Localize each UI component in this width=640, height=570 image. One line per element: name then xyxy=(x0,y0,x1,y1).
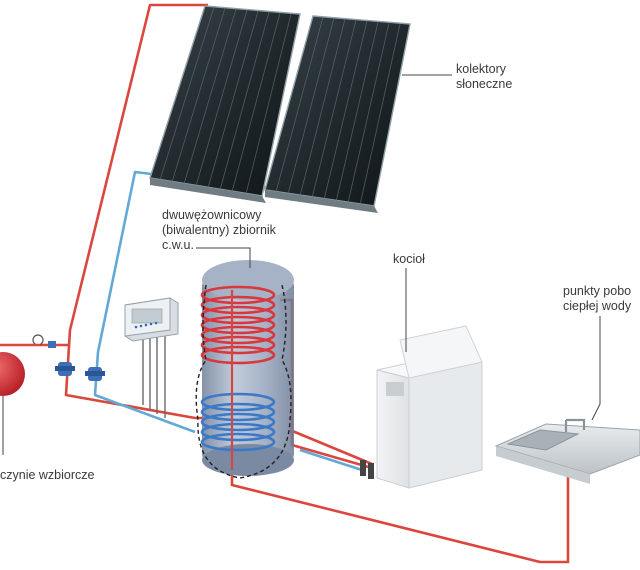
boiler-label: kocioł xyxy=(393,252,425,267)
collector-panel-right xyxy=(264,15,411,213)
expansion-vessel xyxy=(0,343,40,455)
tank-label-line2: (biwalentny) zbiornik xyxy=(162,223,276,237)
pump-left xyxy=(55,362,75,376)
lower-coil xyxy=(200,392,276,452)
upper-coil xyxy=(200,285,276,365)
tap-points-label: punkty pobo ciepłej wody xyxy=(563,284,631,314)
expansion-vessel-label: czynie wzbiorcze xyxy=(0,468,94,483)
solar-collectors xyxy=(149,5,411,213)
controller-wires xyxy=(142,335,166,418)
tap-points-label-line2: ciepłej wody xyxy=(563,299,632,313)
pressure-gauge xyxy=(32,334,70,348)
tank-leader-line xyxy=(196,247,251,268)
collector-panel-left xyxy=(149,5,301,203)
storage-tank xyxy=(195,260,294,479)
tank-label-line1: dwuwężownicowy xyxy=(162,208,262,222)
sink xyxy=(494,418,640,484)
boiler xyxy=(376,325,483,489)
tap-points-label-line1: punkty pobo xyxy=(563,284,632,298)
expansion-vessel-label-line1: czynie wzbiorcze xyxy=(0,468,95,482)
collectors-label-line2: słoneczne xyxy=(456,77,513,91)
collectors-label-line1: kolektory xyxy=(456,62,507,76)
collectors-label: kolektory słoneczne xyxy=(456,62,512,92)
boiler-connection-valves xyxy=(360,460,374,479)
tank-label: dwuwężownicowy (biwalentny) zbiornik c.w… xyxy=(162,208,276,253)
boiler-label-line1: kocioł xyxy=(393,252,425,266)
tank-label-line3: c.w.u. xyxy=(162,238,194,252)
solar-controller xyxy=(124,297,179,342)
tap-points-leader-line xyxy=(591,316,601,421)
pump-right xyxy=(85,367,105,381)
